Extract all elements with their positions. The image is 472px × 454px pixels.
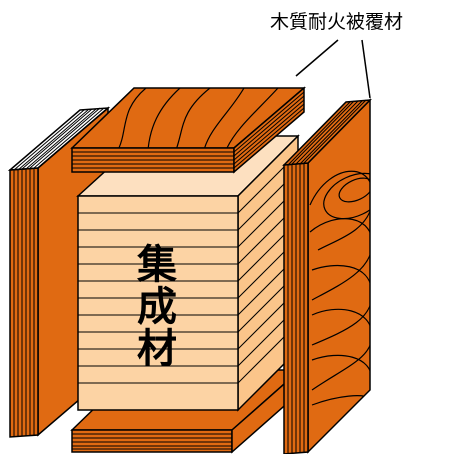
leader-line-top-panel xyxy=(295,39,339,77)
leader-line-right-panel xyxy=(361,39,371,99)
top-cover-panel xyxy=(70,86,307,174)
right-cover-panel xyxy=(282,98,372,454)
glulam-label-char-1: 集 xyxy=(137,242,177,288)
glulam-core xyxy=(76,134,300,412)
glulam-label-char-2: 成 xyxy=(137,284,177,330)
glulam-label: 集 成 材 xyxy=(133,244,181,370)
cover-material-label: 木質耐火被覆材 xyxy=(270,11,404,33)
leader-lines xyxy=(295,39,371,99)
glulam-label-char-3: 材 xyxy=(137,326,177,372)
